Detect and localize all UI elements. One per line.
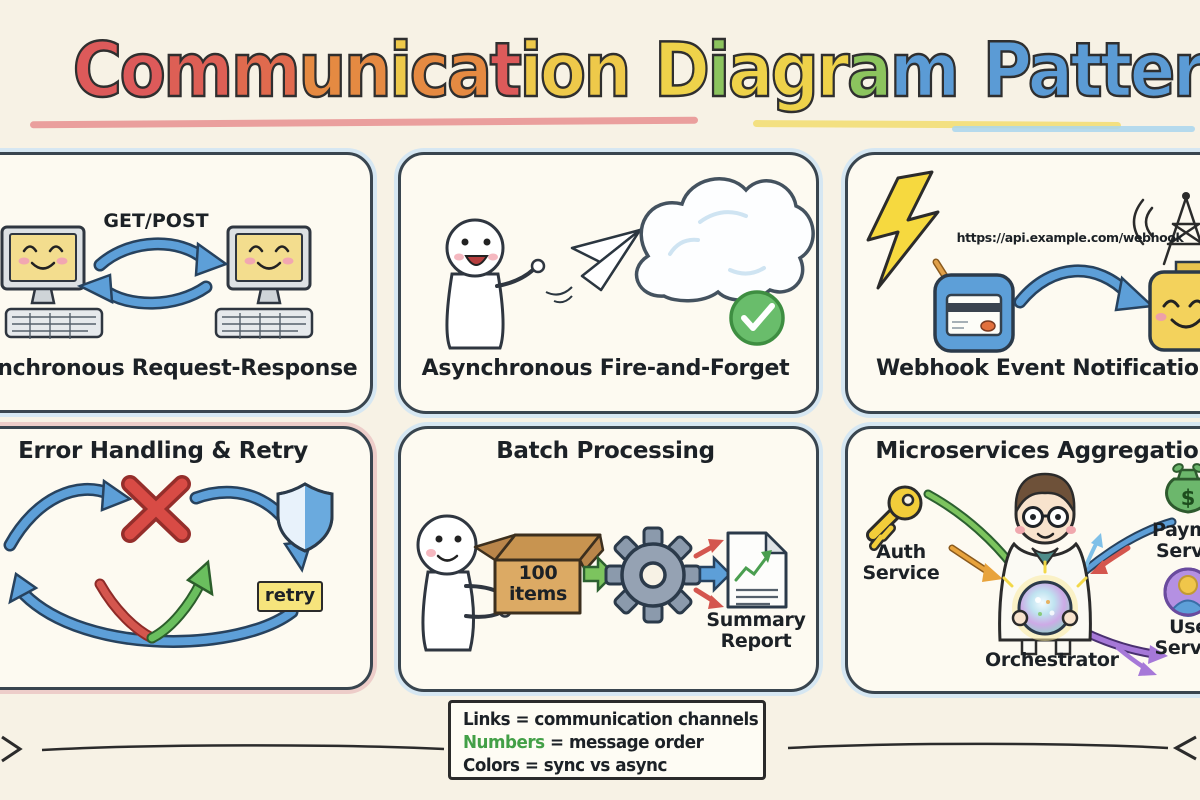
retry-badge: retry bbox=[257, 581, 323, 612]
legend-term: Numbers bbox=[463, 732, 545, 753]
webhook-url-label: https://api.example.com/webhook bbox=[956, 230, 1184, 245]
payment-service-label: Payment Service bbox=[1152, 519, 1200, 562]
title-word-patterns: Patterns bbox=[981, 25, 1200, 116]
user-service-label: User Service bbox=[1154, 616, 1200, 659]
title-word-communication: Communication bbox=[71, 25, 632, 116]
title-word-diagram: Diagram bbox=[653, 25, 961, 116]
summary-report-label: Summary Report bbox=[706, 609, 806, 652]
title-error-handling: Error Handling & Retry bbox=[18, 438, 308, 464]
legend-box: Links = communication channels Numbers =… bbox=[448, 700, 766, 780]
legend-rest: = sync vs async bbox=[519, 755, 668, 776]
legend-rest: = communication channels bbox=[510, 709, 759, 730]
panel-batch-processing bbox=[398, 426, 819, 692]
caption-async: Asynchronous Fire-and-Forget bbox=[421, 356, 790, 381]
page-title: CommunicationDiagramPatterns bbox=[60, 25, 1200, 116]
dollar-symbol: $ bbox=[1180, 486, 1196, 510]
title-underline-red bbox=[29, 116, 699, 129]
legend-line-numbers: Numbers = message order bbox=[463, 731, 731, 754]
legend-line-links: Links = communication channels bbox=[463, 708, 759, 731]
caption-webhook: Webhook Event Notification bbox=[875, 356, 1200, 381]
title-batch-processing: Batch Processing bbox=[496, 438, 715, 464]
title-underline-blue bbox=[952, 126, 1195, 132]
orchestrator-label: Orchestrator bbox=[985, 649, 1119, 671]
auth-service-label: Auth Service bbox=[862, 541, 940, 584]
get-post-label: GET/POST bbox=[103, 210, 209, 232]
legend-term: Colors bbox=[463, 755, 520, 776]
title-microservices: Microservices Aggregation bbox=[875, 438, 1200, 464]
legend-line-colors: Colors = sync vs async bbox=[463, 754, 731, 777]
caption-sync: Synchronous Request-Response bbox=[0, 356, 358, 381]
panel-error-handling-retry bbox=[0, 426, 373, 690]
legend-term: Links bbox=[463, 709, 511, 730]
legend-rest: = message order bbox=[544, 732, 704, 753]
box-items-label: 100 items bbox=[508, 562, 568, 605]
